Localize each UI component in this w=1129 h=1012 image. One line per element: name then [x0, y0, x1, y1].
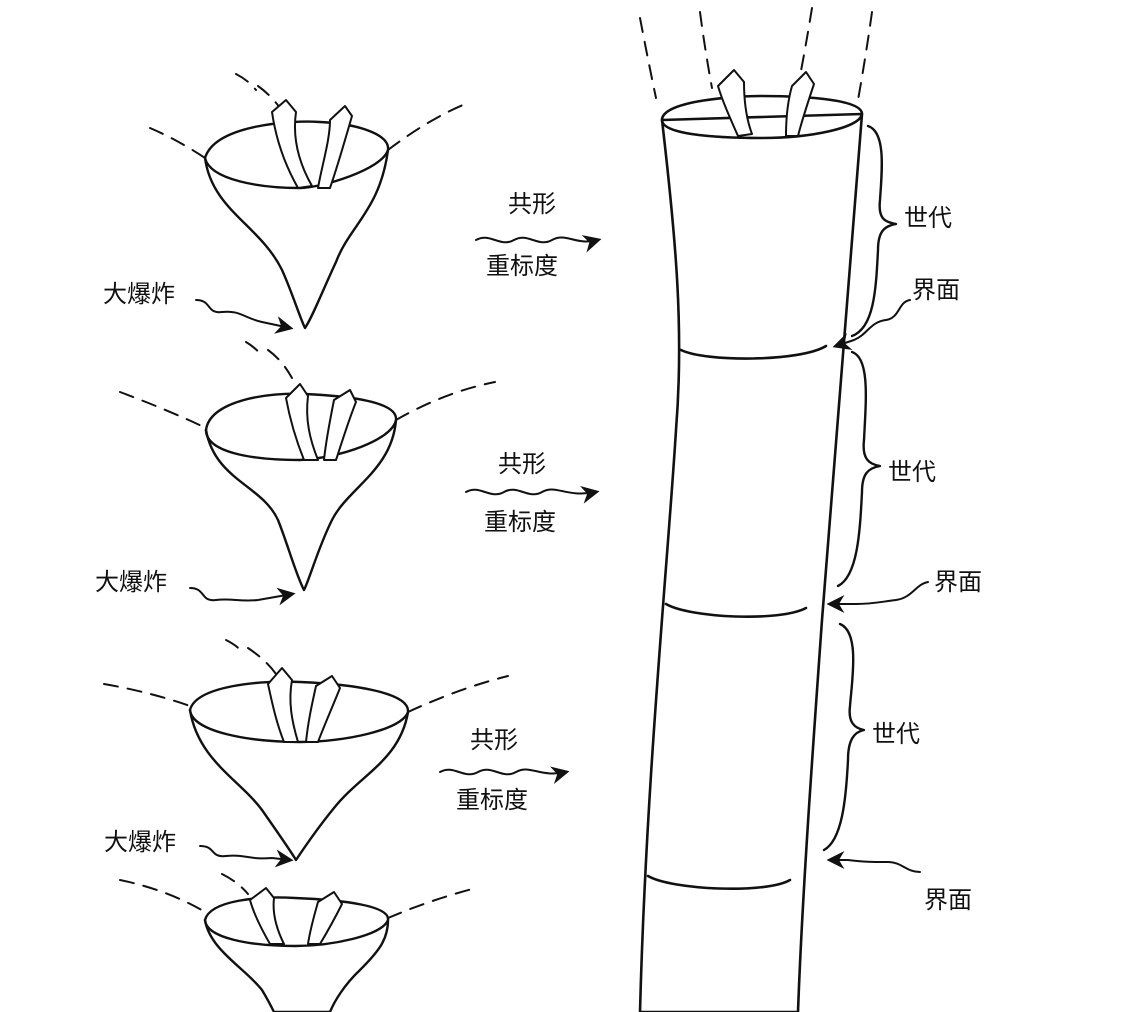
- rescaling-wavy-arrow: [465, 485, 600, 504]
- funnel-inner-curl: [323, 389, 357, 461]
- funnel-inner-curl: [317, 105, 353, 189]
- light-cone-dashed-left: [103, 683, 191, 707]
- crossover-pointer-arrow: [826, 581, 929, 613]
- crossover-ring: [664, 602, 808, 618]
- tube-dashed-extension: [857, 11, 873, 101]
- curly-brace: [836, 350, 882, 588]
- rescaling-label: 重标度: [486, 252, 558, 280]
- crossover-label: 界面: [924, 886, 972, 914]
- rescaling-label: 重标度: [484, 508, 556, 536]
- crossover-annotation-2: 界面: [826, 568, 982, 613]
- tube-inner-curl: [785, 71, 815, 137]
- big-bang-label: 大爆炸: [95, 568, 167, 596]
- funnel-inner-curl: [249, 887, 285, 945]
- crossover-annotation-1: 界面: [832, 276, 960, 350]
- funnel-inner-curl: [267, 667, 299, 743]
- tube-inner-curl: [717, 69, 753, 137]
- light-cone-dashed-left: [119, 879, 206, 913]
- crossover-pointer-arrow: [826, 851, 921, 873]
- light-cone-dashed-top: [235, 73, 257, 91]
- crossover-annotation-3: 界面: [826, 851, 972, 914]
- light-cone-dashed-right: [387, 887, 477, 919]
- conformal-rescaling-map-2: 共形 重标度: [465, 450, 600, 536]
- big-bang-pointer-arrow: [195, 299, 294, 334]
- conformal-rescaling-map-3: 共形 重标度: [439, 726, 570, 814]
- light-cone-dashed-left: [149, 127, 206, 159]
- crossover-ring: [679, 344, 828, 360]
- crossover-pointer-arrow: [832, 299, 911, 350]
- aeon-label: 世代: [872, 720, 920, 748]
- aeon-label: 世代: [888, 458, 936, 486]
- conformal-label: 共形: [498, 450, 546, 478]
- curly-brace: [822, 622, 866, 852]
- rescaled-aeon-tube: [638, 7, 873, 1012]
- aeon-brace-3: 世代: [822, 622, 920, 852]
- light-cone-dashed-top: [221, 873, 249, 895]
- aeon-brace-2: 世代: [836, 350, 936, 588]
- light-cone-dashed-left: [119, 391, 207, 429]
- light-cone-dashed-top: [225, 639, 245, 655]
- tube-dashed-extension: [799, 7, 813, 77]
- tube-dashed-extension: [639, 17, 657, 99]
- aeon-label: 世代: [904, 204, 952, 232]
- tube-dashed-extension: [699, 11, 713, 89]
- rescaling-wavy-arrow: [475, 235, 602, 253]
- funnel-rim: [188, 680, 410, 744]
- funnel-body: [188, 708, 410, 862]
- aeon-brace-1: 世代: [850, 124, 952, 338]
- tube-body: [638, 112, 864, 1012]
- big-bang-label: 大爆炸: [104, 828, 176, 856]
- big-bang-pointer-arrow: [199, 845, 294, 868]
- light-cone-dashed-right: [387, 101, 471, 151]
- light-cone-dashed-top: [245, 341, 263, 357]
- funnel-inner-curl: [307, 891, 343, 945]
- funnel-aeon-2: 大爆炸: [95, 341, 496, 606]
- light-cone-dashed-right: [407, 675, 509, 713]
- conformal-label: 共形: [470, 726, 518, 754]
- funnel-body: [203, 918, 390, 1012]
- funnel-body: [203, 148, 390, 330]
- light-cone-dashed-top: [267, 349, 293, 379]
- crossover-label: 界面: [912, 276, 960, 304]
- conformal-rescaling-map-1: 共形 重标度: [475, 190, 602, 280]
- crossover-label: 界面: [934, 568, 982, 596]
- funnel-aeon-4-partial: [119, 873, 477, 1012]
- light-cone-dashed-right: [395, 381, 496, 421]
- curly-brace: [850, 124, 898, 338]
- crossover-ring: [646, 874, 792, 890]
- funnel-inner-curl: [271, 99, 313, 189]
- rescaling-wavy-arrow: [439, 766, 570, 785]
- conformal-label: 共形: [508, 190, 556, 218]
- funnel-aeon-3: 大爆炸: [103, 639, 509, 868]
- big-bang-pointer-arrow: [189, 587, 296, 606]
- funnel-rim: [203, 896, 390, 948]
- funnel-rim: [204, 392, 398, 462]
- big-bang-label: 大爆炸: [103, 280, 175, 308]
- funnel-aeon-1: 大爆炸: [103, 73, 471, 334]
- funnel-inner-curl: [285, 383, 319, 461]
- light-cone-dashed-top: [247, 647, 277, 675]
- funnel-body: [204, 418, 398, 592]
- rescaling-label: 重标度: [456, 786, 528, 814]
- funnel-inner-curl: [305, 675, 341, 743]
